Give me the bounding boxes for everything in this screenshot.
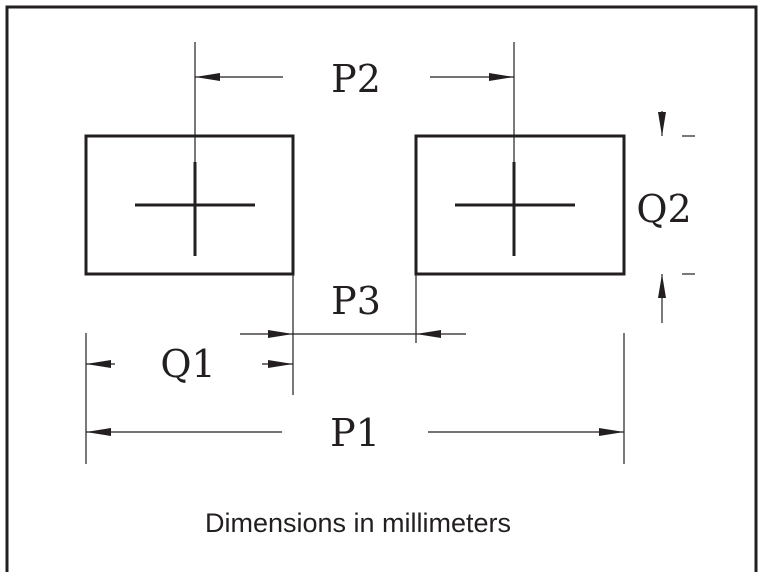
arrow-up-icon: [658, 274, 666, 298]
drawing-frame: [5, 5, 758, 572]
arrow-left-icon: [86, 360, 111, 368]
arrow-right-icon: [489, 73, 514, 81]
q1-dimension: [85, 333, 293, 464]
dimensions-caption: Dimensions in millimeters: [205, 508, 511, 538]
arrow-left-icon: [195, 73, 220, 81]
q1-label: Q1: [160, 342, 215, 386]
left-pad-center-cross-icon: [135, 162, 255, 256]
right-pad-center-cross-icon: [455, 162, 575, 256]
p3-dimension: [240, 274, 466, 395]
arrow-right-icon: [268, 360, 293, 368]
arrow-right-icon: [599, 428, 624, 436]
p1-dimension: [86, 333, 625, 464]
p1-label: P1: [330, 411, 380, 455]
q2-label: Q2: [636, 187, 691, 231]
p3-label: P3: [331, 279, 381, 323]
arrow-down-icon: [658, 112, 666, 136]
arrow-left-icon: [86, 428, 111, 436]
arrow-right-icon: [268, 330, 293, 338]
p2-dimension: [194, 42, 515, 162]
arrow-left-icon: [416, 330, 441, 338]
p2-label: P2: [331, 57, 381, 101]
q2-dimension: [658, 111, 695, 323]
